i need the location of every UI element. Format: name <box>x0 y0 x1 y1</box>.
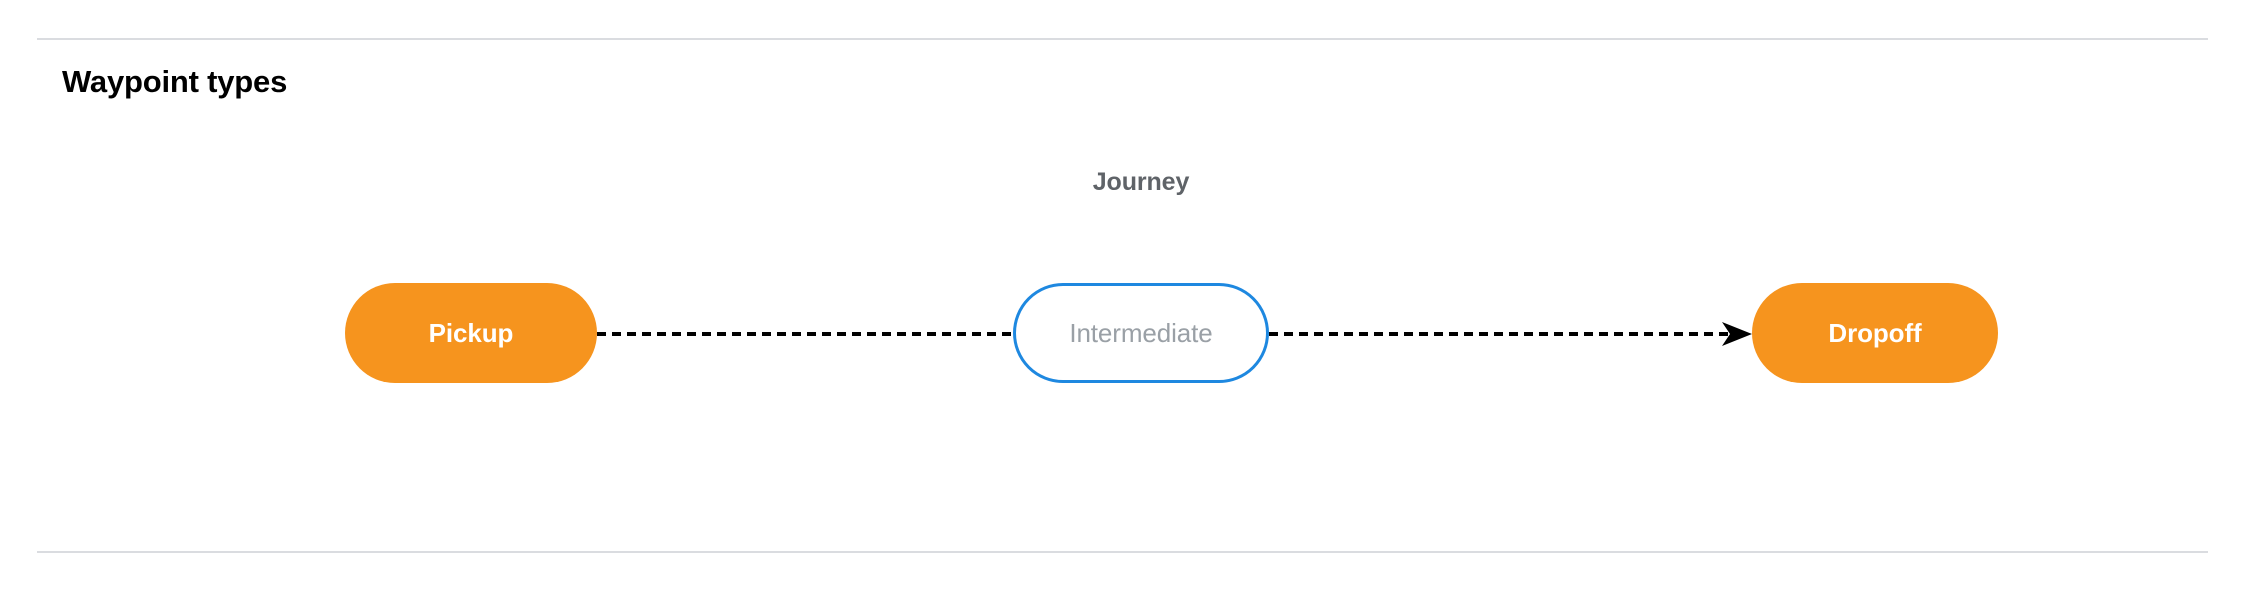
journey-group-label: Journey <box>1092 168 1190 196</box>
node-dropoff-label: Dropoff <box>1828 317 1922 348</box>
node-pickup-label: Pickup <box>428 317 514 348</box>
node-dropoff[interactable]: Dropoff <box>1752 283 1998 383</box>
arrowhead-icon <box>1722 322 1752 346</box>
section-divider-top <box>37 38 2208 40</box>
waypoint-journey-diagram: Journey Pickup Intermediate Dropoff <box>0 110 2245 440</box>
node-intermediate[interactable]: Intermediate <box>1013 283 1269 383</box>
node-intermediate-label: Intermediate <box>1069 317 1213 348</box>
node-pickup[interactable]: Pickup <box>345 283 597 383</box>
page-title: Waypoint types <box>62 64 288 99</box>
connector-layer <box>597 322 1752 346</box>
section-divider-bottom <box>37 551 2208 553</box>
